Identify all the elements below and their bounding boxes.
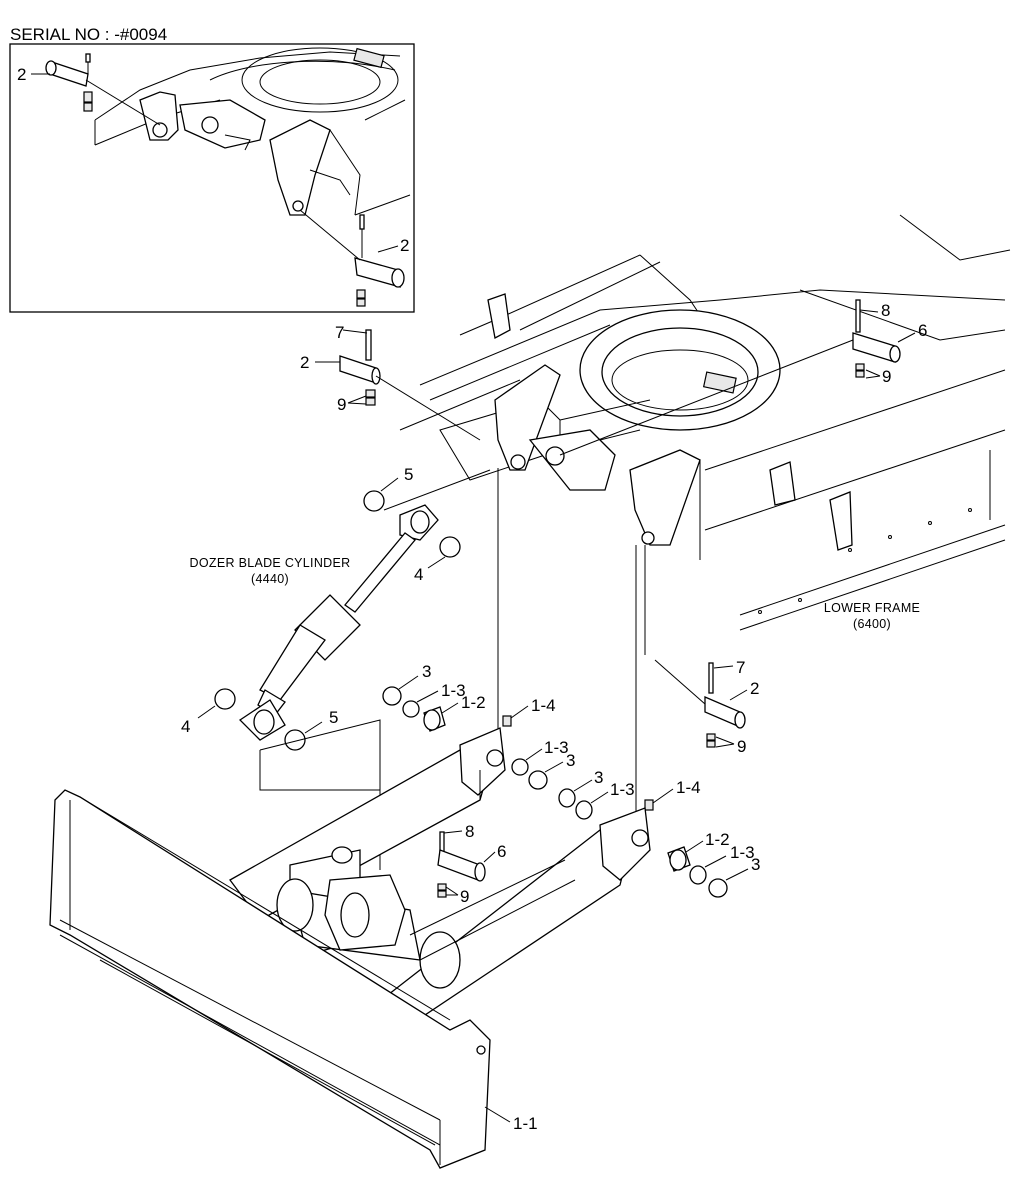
leader-main-5-upper	[380, 477, 399, 492]
leader-main-1-2-a	[441, 702, 459, 714]
callout-main-1-3-c: 1-3	[610, 780, 635, 799]
leader-main-8-lower	[443, 830, 463, 834]
left-arm-outer-rings	[511, 758, 548, 790]
callout-main-8-top: 8	[881, 301, 890, 320]
callout-main-6-top: 6	[918, 321, 927, 340]
callout-main-1-2-a: 1-2	[461, 693, 486, 712]
leader-main-8-top	[859, 309, 879, 313]
callout-main-1-4-a: 1-4	[531, 696, 556, 715]
right-arm-outer-bushing-set	[667, 846, 728, 898]
callout-main-9-lower: 9	[460, 887, 469, 906]
leader-main-9-topright-b	[865, 375, 881, 379]
callout-main-1-2-b: 1-2	[705, 830, 730, 849]
callout-main-2-right: 2	[750, 679, 759, 698]
callout-main-8-lower: 8	[465, 822, 474, 841]
upper-left-pin-assembly	[339, 329, 481, 441]
callout-main-6-lower: 6	[497, 842, 506, 861]
callout-main-9-top: 9	[337, 395, 346, 414]
inset-border	[9, 43, 415, 313]
callout-main-4-lower: 4	[181, 717, 190, 736]
leader-main-1-4-b	[652, 788, 674, 804]
leader-main-3-c	[573, 779, 593, 792]
callout-inset-2-bottom: 2	[400, 236, 409, 255]
callout-main-5-upper: 5	[404, 465, 413, 484]
callout-main-3-a: 3	[422, 662, 431, 681]
callout-main-9-topright: 9	[882, 367, 891, 386]
leader-main-4-upper	[427, 556, 446, 569]
leader-main-1-2-b	[685, 840, 704, 853]
callout-main-3-d: 3	[751, 855, 760, 874]
callout-main-3-c: 3	[594, 768, 603, 787]
leader-main-1-3-b	[525, 748, 543, 761]
leader-main-7-right	[713, 665, 734, 669]
leader-main-9-top-a	[347, 395, 367, 404]
leader-main-9-right-a	[715, 736, 735, 745]
connector-cylinder-blade	[259, 719, 381, 791]
callout-main-3-b: 3	[566, 751, 575, 770]
frame-code-label: (6400)	[853, 617, 891, 631]
left-arm-bushing-set	[382, 686, 512, 732]
callout-main-7-top: 7	[335, 323, 344, 342]
cylinder-name-label: DOZER BLADE CYLINDER	[190, 556, 351, 570]
callout-main-5-lower: 5	[329, 708, 338, 727]
leader-main-3-b	[544, 761, 564, 773]
blade-pin-assembly	[437, 831, 486, 898]
cylinder-code-label: (4440)	[251, 572, 289, 586]
callout-main-7-right: 7	[736, 658, 745, 677]
dozer-blade-cylinder	[214, 469, 491, 751]
leader-main-3-a	[398, 675, 419, 690]
leader-main-2-right	[729, 689, 748, 701]
leader-main-1-4-a	[510, 705, 529, 719]
lower-frame-drawing	[399, 214, 1011, 631]
leader-main-6-lower	[483, 851, 496, 863]
inset-detail: 2 2	[9, 43, 415, 313]
callout-main-1-3-d: 1-3	[730, 843, 755, 862]
leader-inset-2-bottom	[377, 245, 399, 253]
leader-main-4-lower	[197, 705, 216, 719]
leader-main-9-top-b	[347, 402, 367, 405]
right-middle-pin-assembly	[654, 659, 746, 748]
leader-main-9-right-b	[715, 743, 735, 748]
callout-main-9-right: 9	[737, 737, 746, 756]
leader-main-1-1	[484, 1106, 511, 1123]
leader-main-3-d	[725, 868, 749, 881]
callout-main-1-3-b: 1-3	[544, 738, 569, 757]
dozer-blade-assembly	[49, 727, 651, 1169]
frame-hole-dots	[758, 508, 972, 614]
serial-number-label: SERIAL NO : -#0094	[10, 25, 167, 44]
callout-main-1-3-a: 1-3	[441, 681, 466, 700]
inset-frame-drawing	[45, 47, 411, 307]
upper-right-pin-assembly	[559, 299, 901, 456]
callout-main-2-top: 2	[300, 353, 309, 372]
leader-main-6-top	[897, 332, 916, 343]
callout-inset-2-top: 2	[17, 65, 26, 84]
leader-main-7-top	[342, 329, 368, 334]
leader-main-9-topright-a	[865, 369, 881, 377]
frame-name-label: LOWER FRAME	[824, 601, 920, 615]
callout-main-1-1: 1-1	[513, 1114, 538, 1133]
callout-main-4-upper: 4	[414, 565, 423, 584]
leader-main-1-3-a	[416, 690, 439, 703]
leader-main-1-3-d	[704, 855, 727, 868]
right-arm-inner-rings	[558, 788, 654, 820]
leader-main-5-lower	[304, 721, 323, 734]
leader-main-9-lower-a	[445, 886, 459, 896]
leader-main-1-3-c	[590, 791, 609, 804]
callout-main-1-4-b: 1-4	[676, 778, 701, 797]
